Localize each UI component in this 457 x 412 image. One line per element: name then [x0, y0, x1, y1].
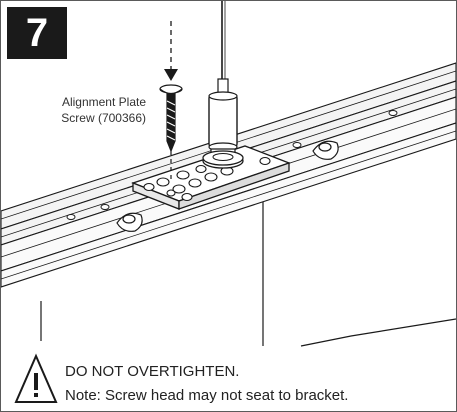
warning-triangle-icon — [14, 353, 58, 403]
warning-section: DO NOT OVERTIGHTEN. Note: Screw head may… — [1, 343, 456, 411]
hanging-cable — [202, 1, 244, 169]
door-panels — [40, 181, 456, 347]
alignment-plate-screw — [159, 84, 183, 153]
screw-arrow — [164, 21, 178, 179]
rail-holes — [66, 110, 398, 220]
callout-line-1: Alignment Plate — [61, 95, 146, 109]
callout-line-2: Screw (700366) — [61, 111, 146, 125]
warning-title: DO NOT OVERTIGHTEN. — [65, 363, 240, 380]
warning-note: Note: Screw head may not seat to bracket… — [65, 387, 349, 404]
step-number-badge: 7 — [7, 7, 67, 59]
alignment-plate — [131, 145, 291, 210]
roller-clips — [116, 140, 339, 232]
screw-callout: Alignment Plate Screw (700366) — [26, 94, 146, 126]
